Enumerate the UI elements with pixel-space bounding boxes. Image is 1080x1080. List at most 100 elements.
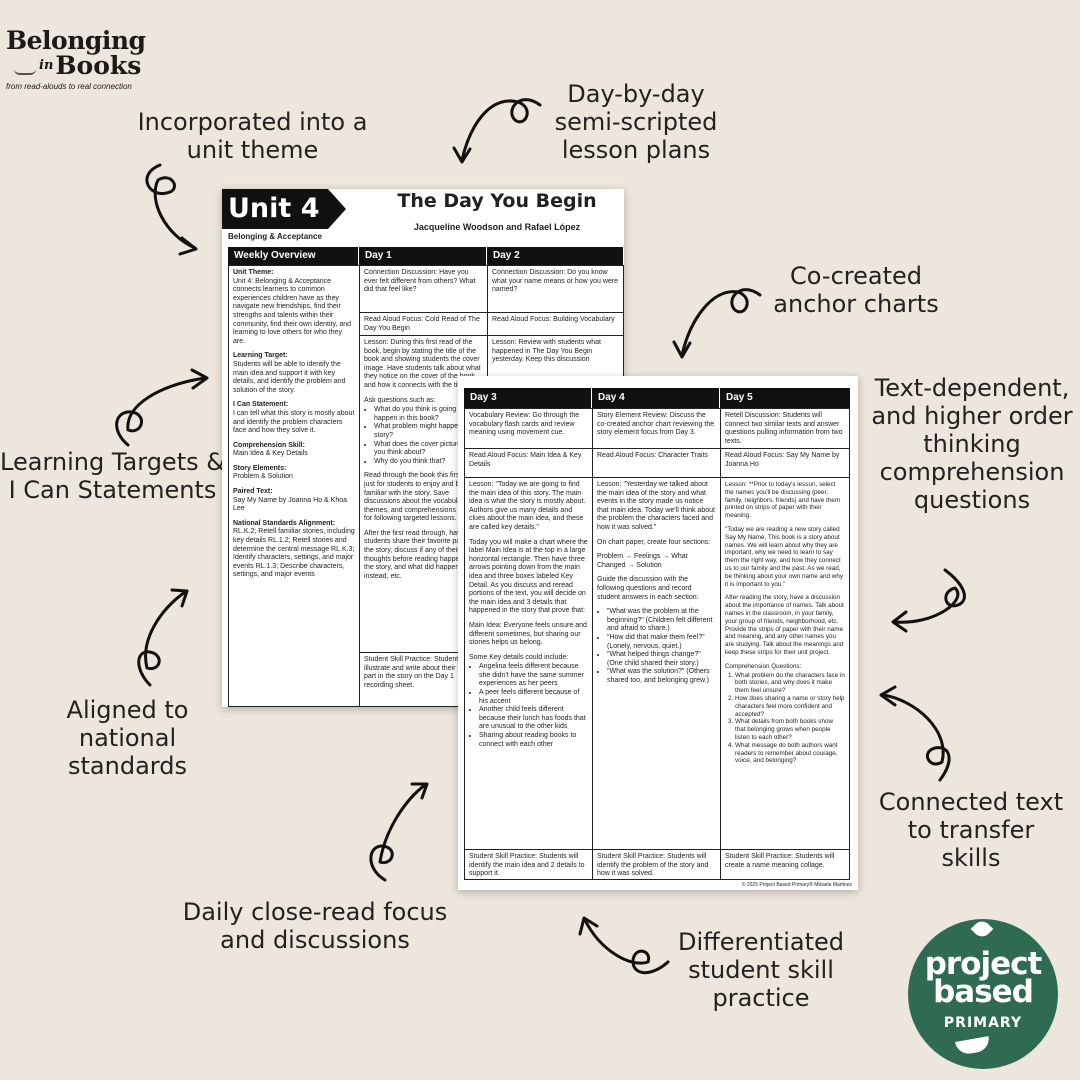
book-icon [14,61,36,75]
arrow-icon-learning-targets [115,376,207,447]
overview-text: Say My Name by Joanna Ho & Khoa Lee [233,496,348,513]
callout-national-standards: Aligned to national standards [66,696,189,780]
arrow-icon-differentiated [583,918,670,975]
overview-heading: Unit Theme: [233,269,274,276]
day1-lesson-text: Lesson: During this first read of the bo… [364,339,481,389]
day5-question-list: What problem do the characters face in b… [725,672,845,766]
arrowhead-icon-close-read [410,782,429,800]
day3-lesson-cell: Lesson: "Today we are going to find the … [464,477,593,850]
unit-label: Unit 4 [222,189,328,229]
logo-in: in [39,58,54,73]
day4-lesson-cell: Lesson: "Yesterday we talked about the m… [592,477,721,850]
arrowhead-icon-lesson-plans [452,146,472,164]
leaf-icon [970,917,994,941]
day5-lesson-p1: Lesson: **Prior to today's lesson, selec… [725,481,841,520]
arrowhead-icon-connected-text [879,685,897,707]
day4-lesson-p3: Problem → Feelings → What Changed → Solu… [597,553,688,569]
overview-text: RL.K.2; Retell familiar stories, includi… [233,528,355,579]
day4-focus-cell: Read Aloud Focus: Character Traits [592,448,721,478]
day5-review-cell: Retell Discussion: Students will connect… [720,408,850,449]
arrow-icon-connected-text [881,693,951,782]
day4-skill-cell: Student Skill Practice: Students will id… [592,849,721,880]
overview-text: Unit 4: Belonging & Acceptance connects … [233,277,352,345]
day5-cq-label: Comprehension Questions: [725,662,802,670]
day5-lesson-cell: Lesson: **Prior to today's lesson, selec… [720,477,850,850]
logo-word-primary: PRIMARY [943,1015,1023,1031]
arrow-icon-national-standards [137,590,187,687]
arrowhead-icon-learning-targets [190,368,209,390]
list-item: What details from both books show that b… [735,718,845,741]
book-authors: Jacqueline Woodson and Rafael López [413,222,581,232]
callout-differentiated: Differentiated student skill practice [678,928,844,1012]
list-item: "What was the solution?" (Others shared … [607,668,716,685]
overview-heading: Comprehension Skill: [233,441,305,449]
arrow-icon-text-dependent [893,568,966,624]
header-day3: Day 3 [464,388,592,408]
list-item: How does sharing a name or story help ch… [735,695,845,718]
callout-text-dependent: Text-dependent, and higher order thinkin… [871,374,1073,514]
day3-lesson-p1: Lesson: "Today we are going to find the … [469,481,586,531]
overview-text: I can tell what this story is mostly abo… [233,409,355,435]
overview-heading: Story Elements: [233,464,287,472]
day2-focus-cell: Read Aloud Focus: Building Vocabulary [487,312,624,336]
unit-banner-arrow [328,189,346,229]
arrowhead-icon-text-dependent [891,610,908,633]
day4-lesson-p4: Guide the discussion with the following … [597,576,699,601]
day5-lesson-p3: After reading the story, have a discussi… [725,594,844,656]
list-item: What problem do the characters face in b… [735,672,845,695]
arrowhead-icon-national-standards [170,588,189,608]
overview-text: Problem & Solution [233,473,293,481]
day1-after2-text: After the first read through, have stude… [364,529,479,580]
day1-ask-label: Ask questions such as: [364,396,436,404]
list-item: Another child feels different because th… [479,706,588,732]
day3-main-idea: Main Idea: Everyone feels unsure and dif… [469,621,587,647]
project-based-primary-logo: project based PRIMARY [908,917,1058,1069]
day1-focus-cell: Read Aloud Focus: Cold Read of The Day Y… [359,312,488,336]
day1-question-list: What do you think is going to happen in … [364,406,483,466]
header-weekly-overview: Weekly Overview [228,247,359,265]
overview-heading: National Standards Alignment: [233,519,336,527]
list-item: What do you think is going to happen in … [374,406,483,423]
logo-word-project: project [924,946,1043,982]
weekly-overview-cell: Unit Theme:Unit 4: Belonging & Acceptanc… [228,265,360,707]
day4-question-list: "What was the problem at the beginning?"… [597,608,716,685]
callout-lesson-plans: Day-by-day semi-scripted lesson plans [554,80,718,164]
lesson-sheet-page2: Day 3 Day 4 Day 5 Vocabulary Review: Go … [458,376,858,890]
day5-skill-cell: Student Skill Practice: Students will cr… [720,849,850,880]
logo-line2: Books [55,51,142,80]
callout-anchor-charts: Co-created anchor charts [773,262,939,318]
day2-connection-cell: Connection Discussion: Do you know what … [487,265,624,313]
overview-text: Students will be able to identify the ma… [233,360,346,394]
arrow-icon-anchor-charts [680,288,762,357]
list-item: What does the cover picture make you thi… [374,441,483,458]
day3-review-cell: Vocabulary Review: Go through the vocabu… [464,408,593,449]
list-item: Sharing about reading books to connect w… [479,732,588,749]
overview-heading: Learning Target: [233,352,288,360]
list-item: What problem might happen in the story? [374,423,483,440]
copyright-footer: © 2025 Project Based Primary® Mikaela Ma… [741,882,852,888]
arrow-icon-lesson-plans [460,98,542,162]
day5-focus-cell: Read Aloud Focus: Say My Name by Joanna … [720,448,850,478]
day5-lesson-p2: "Today we are reading a new story called… [725,525,843,588]
header-day2: Day 2 [487,247,624,265]
theme-label: Belonging & Acceptance [228,232,322,241]
list-item: Angelina feels different because she did… [479,663,588,689]
list-item: What message do both authors want reader… [735,742,845,765]
day3-lesson-p2: Today you will make a chart where the la… [469,538,588,615]
callout-learning-targets: Learning Targets & I Can Statements [0,448,225,504]
list-item: "What was the problem at the beginning?"… [607,608,716,634]
overview-heading: Paired Text: [233,488,273,496]
list-item: "How did that make them feel?" (Lonely, … [607,634,716,651]
list-item: A peer feels different because of his ac… [479,689,588,706]
list-item: Why do you think that? [374,458,483,467]
book-title: The Day You Begin [397,190,597,212]
arrow-icon-unit-theme [145,163,197,250]
bowl-icon [955,1036,991,1056]
day4-lesson-p1: Lesson: "Yesterday we talked about the m… [597,481,715,531]
arrowhead-icon-anchor-charts [672,340,692,359]
logo-line1: Belonging [6,26,146,55]
day1-after-text: Read through the book this first time ju… [364,472,481,523]
overview-text: Main Idea & Key Details [233,450,308,458]
belonging-in-books-logo: Belonging inBooks from read-alouds to re… [6,26,146,92]
